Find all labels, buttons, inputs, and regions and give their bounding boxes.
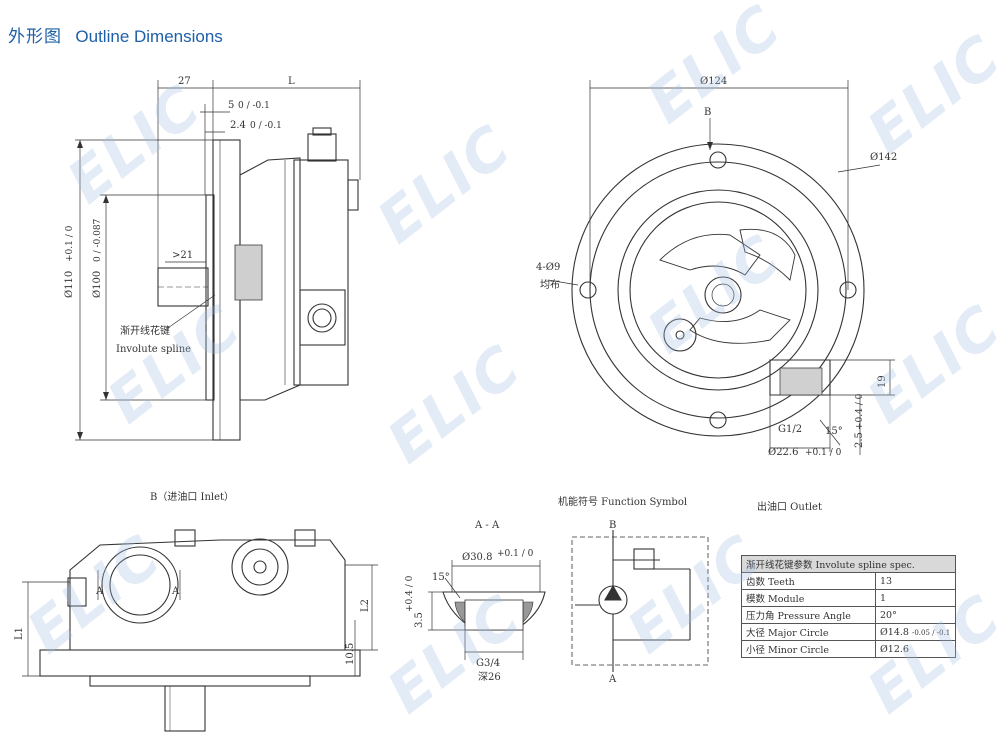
- dim-5-tol: 0 / -0.1: [238, 101, 270, 111]
- table-row: 模数 Module 1: [741, 589, 956, 607]
- section-A-right: A: [171, 586, 180, 597]
- front-outer-flange: [571, 143, 865, 437]
- page-header: 外形图 Outline Dimensions: [8, 22, 223, 47]
- dim-110-tol: +0.1 / 0: [65, 225, 75, 262]
- dim-27-label: 27: [178, 76, 191, 87]
- major-circle-value: Ø14.8: [880, 626, 909, 638]
- dim-21-label: >21: [172, 250, 193, 261]
- mount-hole-bottom: [709, 411, 727, 429]
- dim-100-label: Ø100: [92, 271, 103, 298]
- mount-hole-left: [579, 281, 597, 299]
- outlet-circle-bottom: [231, 538, 289, 596]
- inlet-label: B（进油口 Inlet）: [150, 490, 234, 503]
- dim-124-label: Ø124: [700, 76, 727, 87]
- dim-L1-label: L1: [14, 627, 25, 640]
- front-body-circle: [617, 189, 819, 391]
- dim-142-label: Ø142: [870, 152, 897, 163]
- bottom-shaft: [164, 685, 206, 732]
- section-aa-drawing: [428, 560, 546, 660]
- outlet-label: 出油口 Outlet: [757, 500, 822, 513]
- dim-30-8-tol: +0.1 / 0: [497, 549, 534, 559]
- dim-2-4-label: 2.4: [230, 120, 246, 131]
- bottom-flange: [39, 649, 361, 677]
- table-cell-param: 齿数 Teeth: [741, 572, 876, 590]
- dim-30-8-label: Ø30.8: [462, 552, 492, 563]
- symbol-port-B: B: [609, 520, 616, 531]
- side-pilot: [205, 194, 215, 401]
- table-row: 齿数 Teeth 13: [741, 572, 956, 590]
- spline-spec-table: 渐开线花键参数 Involute spline spec. 齿数 Teeth 1…: [741, 555, 956, 658]
- table-cell-param: 压力角 Pressure Angle: [741, 606, 876, 624]
- relief-valve-symbol: [633, 548, 655, 570]
- table-row: 小径 Minor Circle Ø12.6: [741, 640, 956, 658]
- label-B: B: [704, 107, 711, 118]
- symbol-frame: [571, 536, 709, 666]
- holes-label: 4-Ø9: [536, 262, 560, 273]
- symbol-port-A: A: [608, 674, 617, 685]
- function-symbol-title: 机能符号 Function Symbol: [558, 495, 687, 508]
- dim-2-5-tol: +0.4 / 0: [855, 393, 865, 430]
- dim-100-tol: 0 / -0.087: [93, 218, 103, 262]
- dim-2-4-tol: 0 / -0.1: [250, 121, 282, 131]
- side-shaft: [157, 267, 209, 307]
- spline-label-en: Involute spline: [116, 344, 191, 355]
- side-view-drawing: [75, 80, 361, 441]
- bottom-view-drawing: [22, 529, 378, 732]
- angle-15-label: 15°: [825, 426, 843, 437]
- section-A-left: A: [95, 586, 104, 597]
- side-top-bolt: [307, 133, 337, 162]
- spline-bore: [704, 276, 742, 314]
- dim-22-6-label: Ø22.6: [768, 447, 798, 458]
- dim-5-label: 5: [228, 100, 234, 111]
- port-g12-label: G1/2: [778, 424, 802, 435]
- table-row: 大径 Major Circle Ø14.8 -0.05 / -0.1: [741, 623, 956, 641]
- table-cell-value: 20°: [875, 606, 956, 624]
- front-view-drawing: [547, 80, 895, 455]
- major-circle-tol: -0.05 / -0.1: [911, 628, 951, 637]
- table-row: 压力角 Pressure Angle 20°: [741, 606, 956, 624]
- depth-label: 深26: [478, 671, 501, 683]
- thread-g34-label: G3/4: [476, 658, 500, 669]
- holes-label-cn: 均布: [540, 279, 560, 291]
- dim-L-label: L: [288, 76, 295, 87]
- spline-table-title: 渐开线花键参数 Involute spline spec.: [741, 555, 956, 573]
- function-symbol-drawing: [571, 530, 709, 672]
- spline-label-cn: 渐开线花键: [120, 324, 170, 337]
- dim-3-5-tol: +0.4 / 0: [405, 575, 415, 612]
- dim-2-5-label: 2.5: [854, 432, 865, 448]
- table-cell-value: Ø12.6: [875, 640, 956, 658]
- dim-19-label: 19: [877, 375, 888, 388]
- table-cell-param: 大径 Major Circle: [741, 623, 876, 641]
- header-title-cn: 外形图: [8, 27, 62, 47]
- table-cell-value: 1: [875, 589, 956, 607]
- table-cell-value: 13: [875, 572, 956, 590]
- table-cell-param: 小径 Minor Circle: [741, 640, 876, 658]
- side-valve-block: [293, 159, 349, 386]
- dim-3-5-label: 3.5: [414, 612, 425, 628]
- section-angle-15: 15°: [432, 572, 450, 583]
- table-cell-value: Ø14.8 -0.05 / -0.1: [875, 623, 956, 641]
- table-cell-param: 模数 Module: [741, 589, 876, 607]
- dim-L2-label: L2: [360, 599, 371, 612]
- dim-22-6-tol: +0.1 / 0: [805, 448, 842, 458]
- section-aa-title: A - A: [474, 520, 500, 531]
- side-outlet-circle: [307, 303, 337, 333]
- dim-110-label: Ø110: [64, 271, 75, 298]
- header-title-en: Outline Dimensions: [75, 27, 223, 46]
- side-plug: [347, 179, 359, 211]
- dim-10-5-label: 10.5: [345, 643, 356, 665]
- inlet-circle: [101, 546, 179, 624]
- front-port-circle: [663, 318, 697, 352]
- side-outlet-port: [299, 289, 346, 346]
- bottom-body: [69, 539, 346, 650]
- mount-hole-top: [709, 151, 727, 169]
